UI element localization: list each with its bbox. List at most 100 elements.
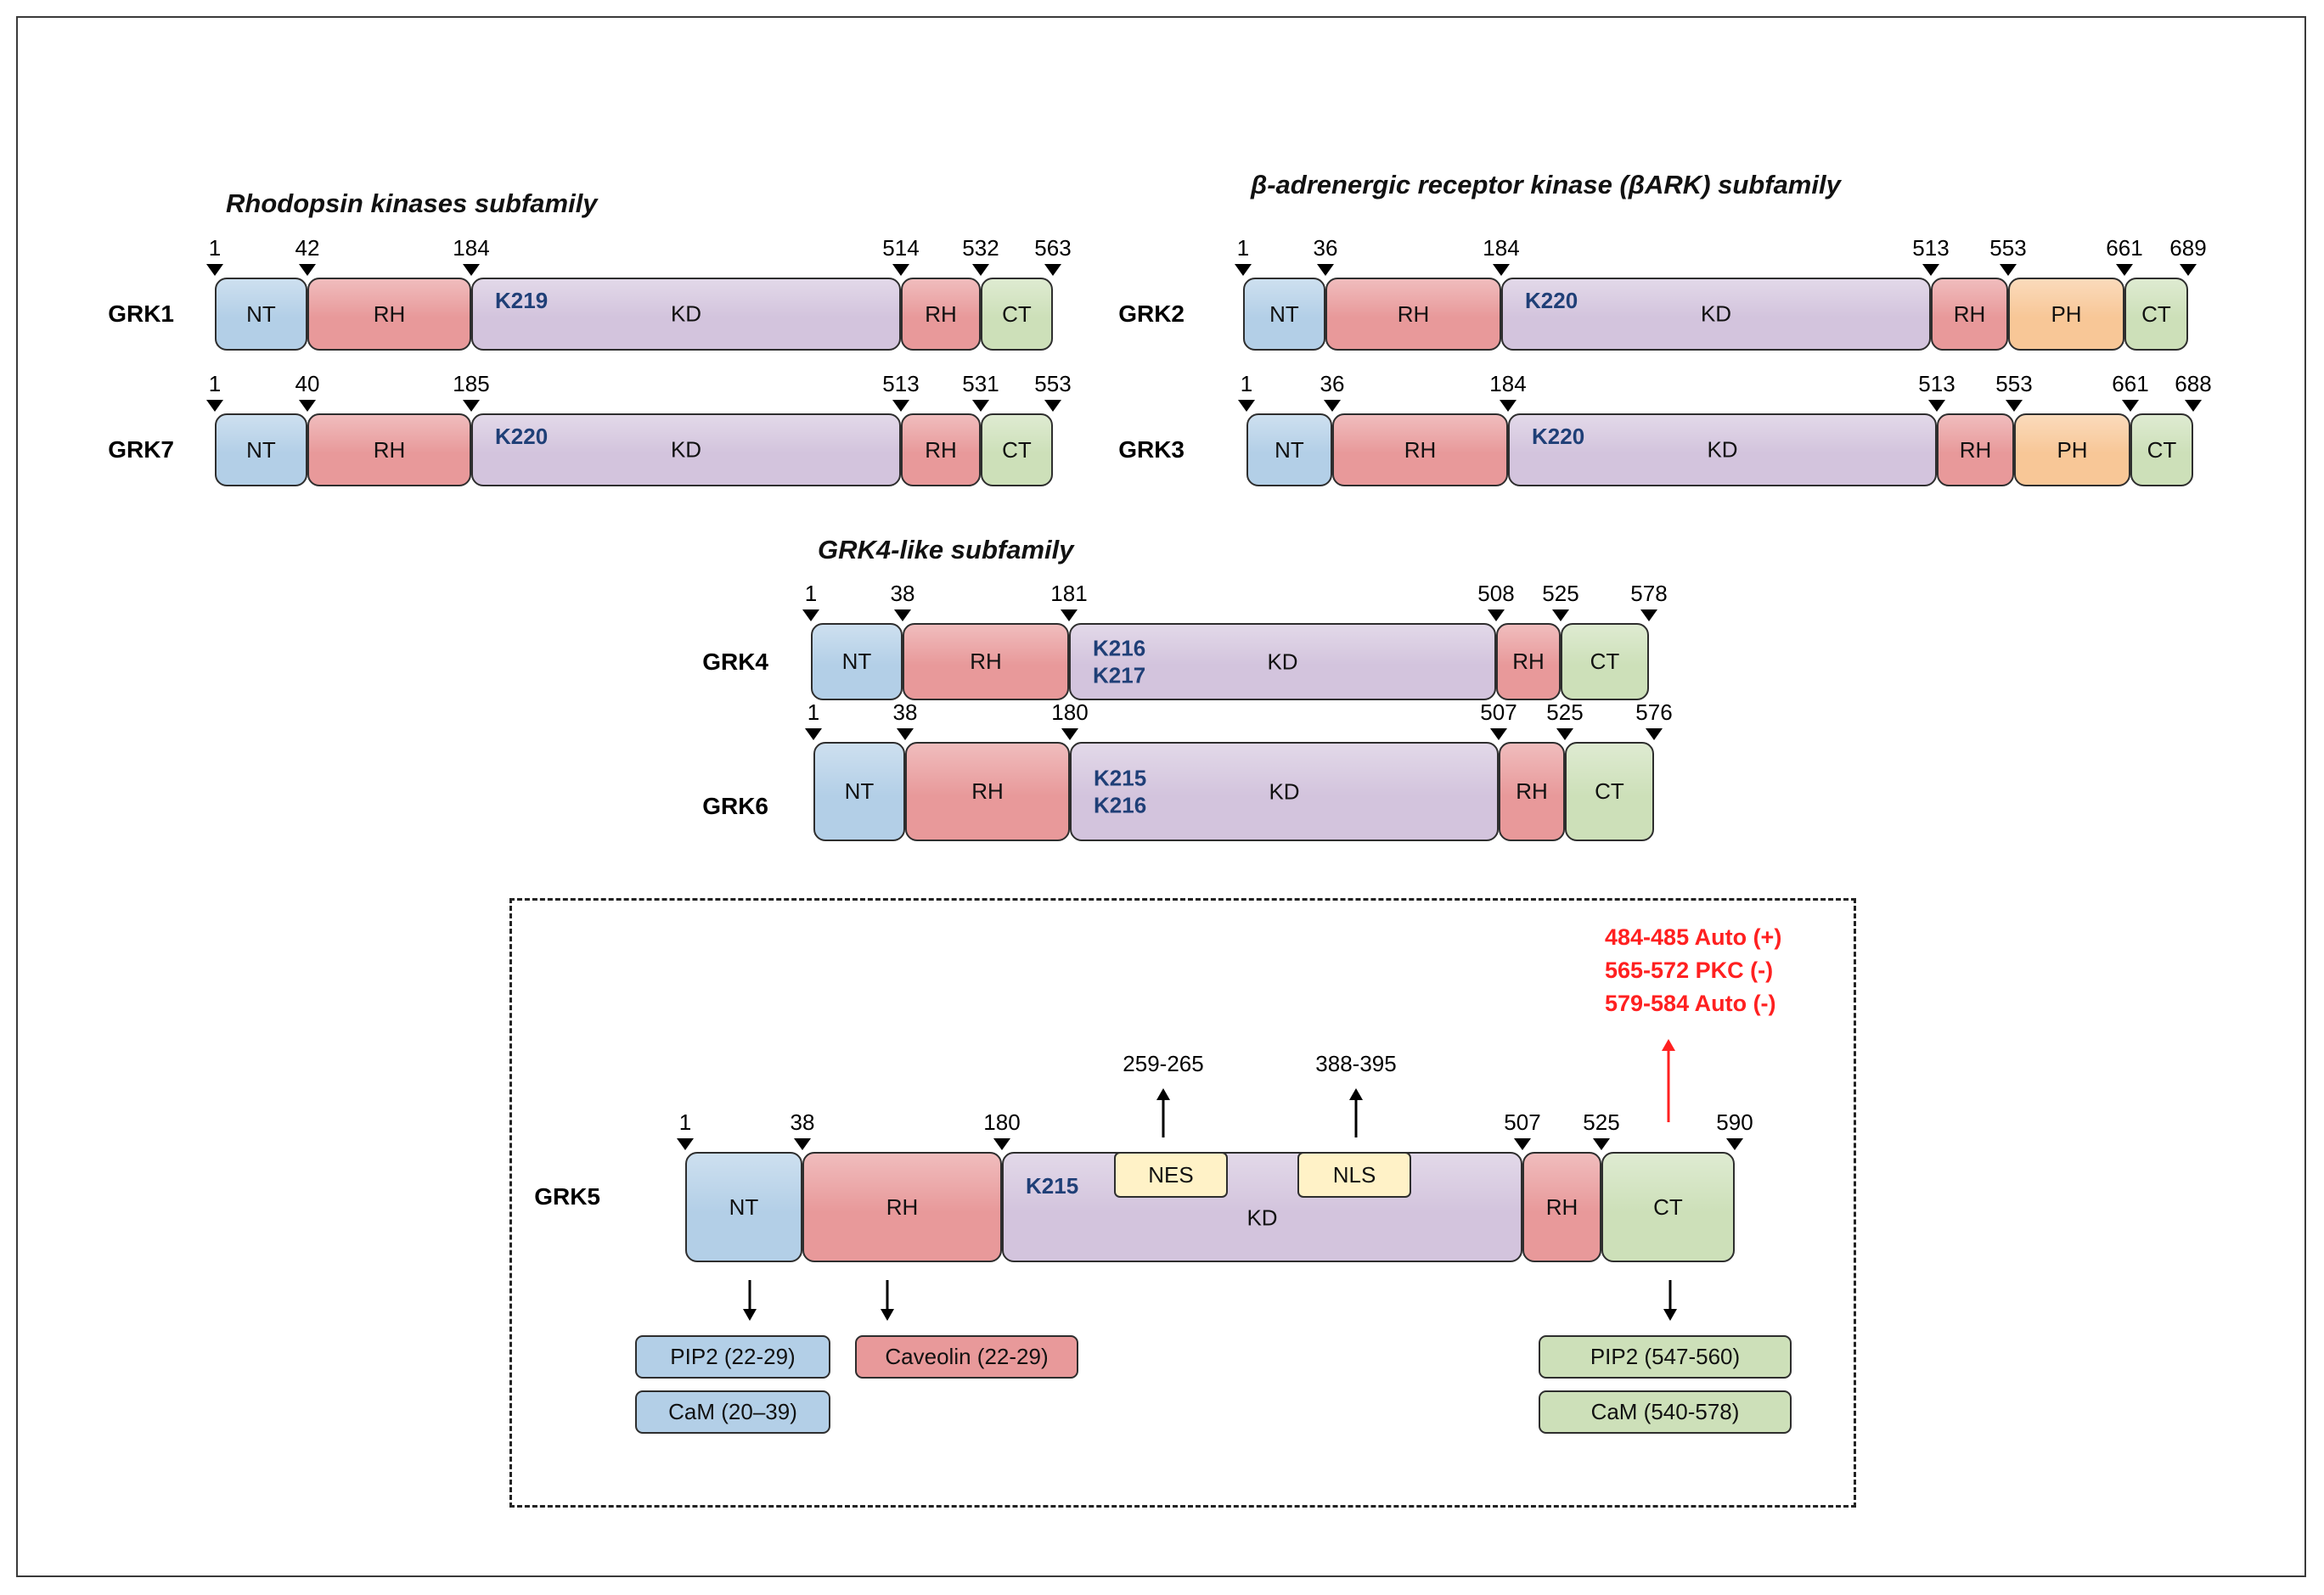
autophosphorylation-arrow [1667, 1049, 1670, 1122]
domain-ct[interactable]: CT [1601, 1152, 1735, 1262]
domain-rh[interactable]: RH [802, 1152, 1002, 1262]
domain-ct[interactable]: CT [981, 413, 1053, 486]
domain-rh[interactable]: RH [1332, 413, 1508, 486]
domain-nt[interactable]: NT [813, 742, 905, 841]
residue-marker-icon [1593, 1138, 1610, 1150]
residue-position: 661 [2106, 235, 2143, 261]
residue-marker-icon [1514, 1138, 1531, 1150]
domain-nt[interactable]: NT [685, 1152, 802, 1262]
ct-binding-arrow-head-icon [1663, 1309, 1677, 1321]
domain-ct[interactable]: CT [1565, 742, 1654, 841]
domain-nt[interactable]: NT [215, 413, 307, 486]
title-rhodopsin-subfamily: Rhodopsin kinases subfamily [226, 188, 598, 218]
rh-binding-caveolin[interactable]: Caveolin (22-29) [855, 1335, 1078, 1379]
residue-position: 563 [1034, 235, 1072, 261]
domain-rh[interactable]: RH [903, 623, 1069, 700]
nls-motif[interactable]: NLS [1297, 1152, 1411, 1198]
nt-binding-arrow-head-icon [743, 1309, 757, 1321]
residue-marker-icon [1044, 400, 1061, 412]
residue-marker-icon [1238, 400, 1255, 412]
ct-binding-cam[interactable]: CaM (540-578) [1539, 1390, 1792, 1434]
residue-marker-icon [802, 609, 819, 621]
domain-rh[interactable]: RH [1325, 278, 1501, 351]
residue-marker-icon [1493, 264, 1510, 276]
residue-position: 661 [2112, 371, 2149, 396]
residue-position: 525 [1546, 699, 1584, 725]
residue-position: 1 [807, 699, 820, 725]
domain-rh[interactable]: RH [901, 413, 981, 486]
domain-rh[interactable]: RH [901, 278, 981, 351]
domain-ct[interactable]: CT [2124, 278, 2188, 351]
nt-binding-arrow [748, 1280, 751, 1311]
nls-arrow [1354, 1098, 1358, 1137]
kinase-label: GRK1 [108, 300, 174, 327]
residue-position: 40 [295, 371, 320, 396]
residue-position: 184 [1483, 235, 1520, 261]
domain-ct[interactable]: CT [981, 278, 1053, 351]
residue-position: 1 [678, 1109, 692, 1135]
rh-binding-arrow [886, 1280, 889, 1311]
phospho-site: 484-485 Auto (+) [1605, 924, 1782, 950]
domain-rh[interactable]: RH [1499, 742, 1565, 841]
residue-marker-icon [1640, 609, 1657, 621]
domain-rh[interactable]: RH [1496, 623, 1561, 700]
ct-binding-pip2[interactable]: PIP2 (547-560) [1539, 1335, 1792, 1379]
lysine-residue: K216 [1093, 635, 1146, 660]
domain-rh[interactable]: RH [1522, 1152, 1601, 1262]
residue-marker-icon [299, 264, 316, 276]
ct-binding-arrow [1668, 1280, 1672, 1311]
domain-rh[interactable]: RH [1937, 413, 2014, 486]
nt-binding-pip2[interactable]: PIP2 (22-29) [635, 1335, 830, 1379]
residue-position: 36 [1320, 371, 1345, 396]
residue-position: 184 [1489, 371, 1527, 396]
residue-marker-icon [1235, 264, 1252, 276]
residue-position: 513 [882, 371, 920, 396]
phospho-site: 565-572 PKC (-) [1605, 958, 1774, 984]
grk5-detail-box [509, 898, 1856, 1508]
autophosphorylation-sites: 484-485 Auto (+)565-572 PKC (-)579-584 A… [1605, 921, 1781, 1020]
domain-nt[interactable]: NT [1246, 413, 1332, 486]
domain-ct[interactable]: CT [2130, 413, 2193, 486]
catalytic-lysine: K220 [1525, 286, 1578, 314]
domain-rh[interactable]: RH [307, 278, 471, 351]
residue-position: 578 [1630, 581, 1668, 606]
residue-marker-icon [1726, 1138, 1743, 1150]
residue-position: 525 [1583, 1109, 1620, 1135]
nes-arrow-head-icon [1156, 1088, 1170, 1100]
residue-position: 184 [453, 235, 490, 261]
nt-binding-cam[interactable]: CaM (20–39) [635, 1390, 830, 1434]
domain-rh[interactable]: RH [905, 742, 1070, 841]
residue-marker-icon [1928, 400, 1945, 412]
residue-marker-icon [794, 1138, 811, 1150]
residue-position: 38 [790, 1109, 815, 1135]
residue-marker-icon [206, 400, 223, 412]
residue-marker-icon [805, 728, 822, 740]
kinase-label: GRK7 [108, 436, 174, 463]
residue-marker-icon [463, 264, 480, 276]
lysine-residue: K219 [495, 287, 549, 313]
domain-rh[interactable]: RH [1931, 278, 2008, 351]
residue-position: 513 [1918, 371, 1955, 396]
domain-nt[interactable]: NT [811, 623, 903, 700]
residue-position: 38 [892, 699, 918, 725]
domain-ph[interactable]: PH [2014, 413, 2130, 486]
residue-marker-icon [1646, 728, 1663, 740]
autophosphorylation-arrow-head-icon [1662, 1039, 1675, 1051]
domain-ct[interactable]: CT [1561, 623, 1649, 700]
residue-marker-icon [1488, 609, 1505, 621]
nes-motif[interactable]: NES [1114, 1152, 1228, 1198]
residue-position: 553 [1989, 235, 2027, 261]
domain-ph[interactable]: PH [2008, 278, 2124, 351]
domain-rh[interactable]: RH [307, 413, 471, 486]
kinase-label: GRK3 [1118, 436, 1185, 463]
domain-nt[interactable]: NT [1243, 278, 1325, 351]
domain-nt[interactable]: NT [215, 278, 307, 351]
